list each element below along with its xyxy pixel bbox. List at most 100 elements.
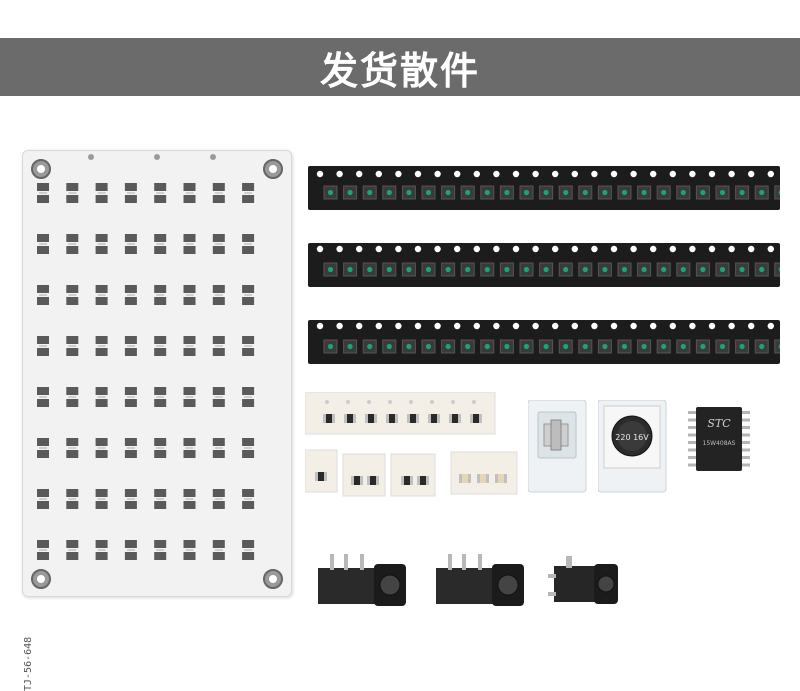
led-pad bbox=[37, 336, 49, 356]
led-pad bbox=[37, 183, 49, 203]
led-pad bbox=[66, 285, 79, 305]
smd-led bbox=[774, 339, 780, 354]
stc-ic-chip: STC 15W408AS bbox=[688, 407, 750, 471]
led-pad bbox=[95, 336, 108, 356]
capacitor-marking: 220 16V bbox=[615, 433, 649, 442]
led-pad bbox=[242, 336, 255, 356]
led-pad bbox=[124, 183, 137, 203]
smd-resistor bbox=[401, 476, 413, 485]
led-tape-2 bbox=[308, 243, 780, 287]
resistor-strip-d bbox=[450, 451, 518, 495]
smd-led bbox=[774, 262, 780, 277]
smd-resistor bbox=[449, 414, 461, 423]
led-pad bbox=[66, 540, 79, 560]
led-pad bbox=[154, 387, 167, 407]
led-pad bbox=[95, 438, 108, 458]
led-pad bbox=[124, 387, 137, 407]
led-pad bbox=[154, 336, 167, 356]
led-pad bbox=[37, 285, 49, 305]
resistor-strip-long bbox=[305, 392, 496, 435]
ic-marking-brand: STC bbox=[707, 417, 731, 430]
ic-marking-part: 15W408AS bbox=[703, 440, 736, 447]
led-pad bbox=[212, 438, 225, 458]
resistor-strip-a bbox=[305, 449, 338, 493]
led-pad bbox=[212, 336, 225, 356]
led-pad bbox=[124, 336, 137, 356]
led-pad bbox=[37, 438, 49, 458]
led-pad bbox=[212, 489, 225, 509]
led-pad bbox=[242, 540, 255, 560]
pcb-silkscreen-label: TJ-56-648 bbox=[23, 636, 34, 691]
title-banner: 发货散件 bbox=[0, 38, 800, 96]
led-pad bbox=[66, 234, 79, 254]
led-pad bbox=[154, 438, 167, 458]
led-pad bbox=[212, 234, 225, 254]
led-pad bbox=[183, 234, 196, 254]
pcb-pads bbox=[31, 154, 283, 589]
smd-resistor bbox=[459, 474, 471, 483]
led-pad bbox=[154, 183, 167, 203]
led-pad bbox=[242, 489, 255, 509]
capacitor-pack: 220 16V bbox=[598, 400, 667, 493]
resistor-strips bbox=[305, 392, 518, 497]
led-pad bbox=[212, 540, 225, 560]
pcb-board: TJ-56-648 bbox=[22, 150, 292, 691]
led-pad bbox=[66, 489, 79, 509]
led-pad bbox=[37, 234, 49, 254]
led-pad bbox=[183, 540, 196, 560]
led-pad bbox=[242, 387, 255, 407]
led-pad bbox=[95, 387, 108, 407]
smd-resistor bbox=[315, 472, 327, 481]
led-pad bbox=[95, 285, 108, 305]
led-pad bbox=[212, 285, 225, 305]
led-pad bbox=[242, 285, 255, 305]
led-pad bbox=[154, 489, 167, 509]
audio-jack-smd bbox=[548, 556, 618, 604]
led-pad bbox=[183, 438, 196, 458]
led-pad bbox=[124, 489, 137, 509]
tactile-switch-pack bbox=[528, 400, 587, 493]
resistor-strip-b bbox=[342, 453, 386, 497]
led-pad bbox=[66, 183, 79, 203]
led-tape-1 bbox=[308, 166, 780, 210]
led-pad bbox=[183, 336, 196, 356]
led-pad bbox=[242, 438, 255, 458]
led-pad bbox=[154, 540, 167, 560]
led-pad bbox=[124, 285, 137, 305]
audio-jack-2 bbox=[436, 554, 524, 606]
smd-resistor bbox=[386, 414, 398, 423]
led-pad bbox=[154, 234, 167, 254]
led-pad bbox=[154, 285, 167, 305]
led-pad bbox=[242, 183, 255, 203]
audio-jack-1 bbox=[318, 554, 406, 606]
led-pad bbox=[183, 489, 196, 509]
smd-resistor bbox=[344, 414, 356, 423]
led-pad bbox=[212, 183, 225, 203]
led-pad bbox=[95, 540, 108, 560]
led-pad bbox=[124, 540, 137, 560]
led-pad bbox=[95, 489, 108, 509]
led-pad bbox=[183, 183, 196, 203]
led-pad bbox=[37, 489, 49, 509]
resistor-strip-c bbox=[390, 453, 436, 497]
smd-resistor bbox=[477, 474, 489, 483]
led-pad bbox=[242, 234, 255, 254]
led-tape-1-strip bbox=[316, 170, 780, 200]
ic-body bbox=[696, 407, 742, 471]
smd-resistor bbox=[351, 476, 363, 485]
led-pad bbox=[183, 387, 196, 407]
led-pad bbox=[37, 387, 49, 407]
led-pad bbox=[66, 336, 79, 356]
led-pad bbox=[212, 387, 225, 407]
led-pad bbox=[66, 387, 79, 407]
led-tape-3-strip bbox=[316, 322, 780, 354]
led-pad bbox=[66, 438, 79, 458]
led-pad bbox=[183, 285, 196, 305]
smd-resistor bbox=[323, 414, 335, 423]
smd-resistor bbox=[365, 414, 377, 423]
smd-led bbox=[774, 185, 780, 200]
smd-resistor bbox=[428, 414, 440, 423]
smd-resistor bbox=[367, 476, 379, 485]
led-tape-2-strip bbox=[316, 245, 780, 277]
smd-resistor bbox=[417, 476, 429, 485]
